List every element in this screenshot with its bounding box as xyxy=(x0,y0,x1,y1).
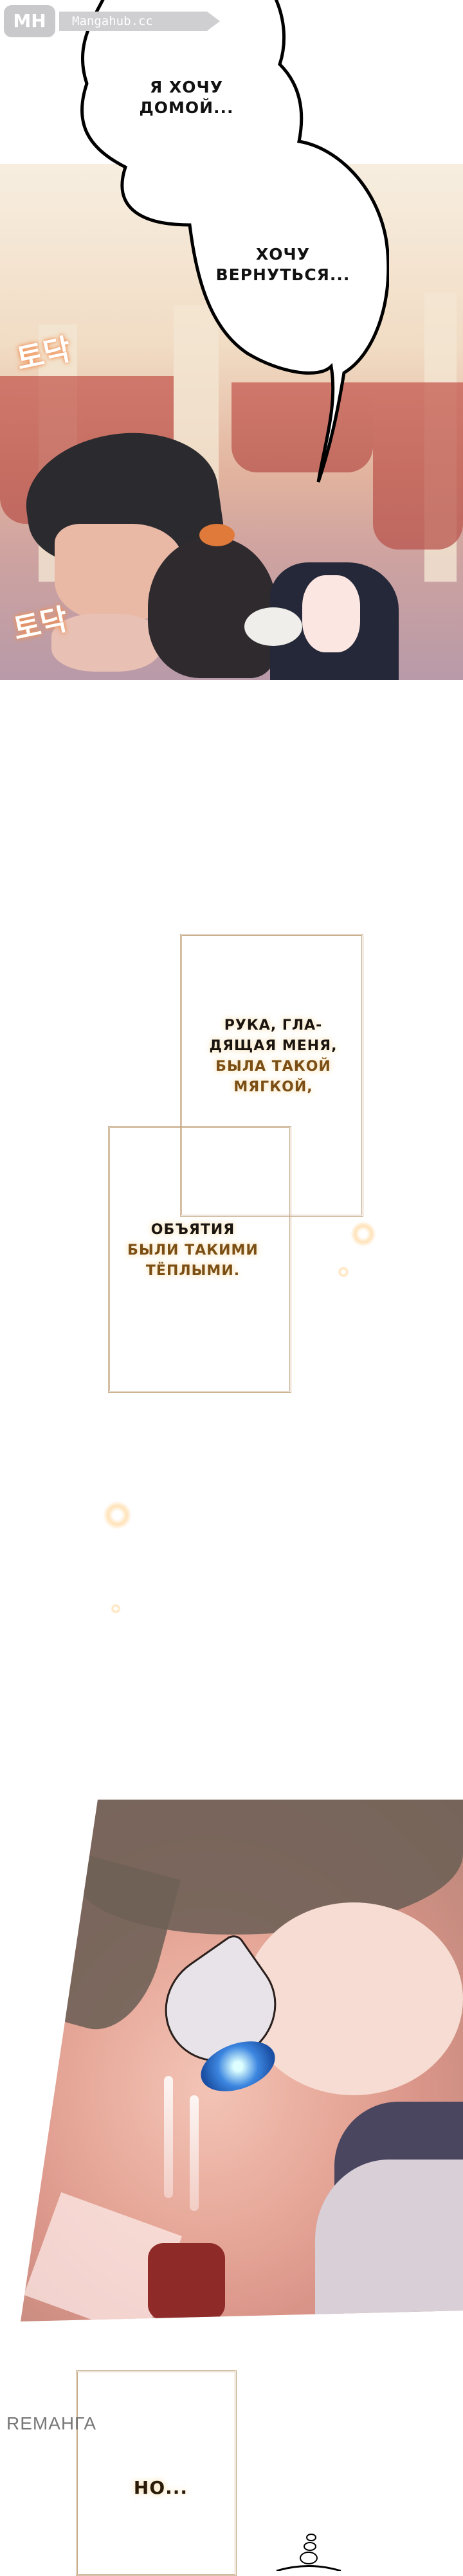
speech-bubble xyxy=(80,0,389,483)
narration-text-3: НО... xyxy=(133,2477,188,2498)
mangahub-site-label: Mangahub.cc xyxy=(59,12,220,31)
remanga-watermark: REМАНГА xyxy=(6,2413,97,2433)
sparkle xyxy=(111,1604,121,1614)
narration-line: РУКА, ГЛА- xyxy=(224,1017,323,1033)
narration-line: БЫЛИ ТАКИМИ xyxy=(127,1242,259,1258)
narration-line: ТЁПЛЫМИ. xyxy=(145,1263,241,1279)
mangahub-logo: MH xyxy=(4,5,55,37)
tear xyxy=(190,2095,199,2211)
narration-text-1: РУКА, ГЛА- ДЯЩАЯ МЕНЯ, БЫЛА ТАКОЙ МЯГКОЙ… xyxy=(203,1015,344,1098)
bubble-line: ДОМОЙ... xyxy=(139,98,234,117)
narration-line: МЯГКОЙ, xyxy=(233,1079,313,1095)
narration-frame-2 xyxy=(108,1126,291,1393)
hair-ornament xyxy=(199,524,235,546)
sparkle xyxy=(350,1221,376,1247)
mangahub-watermark: MH Mangahub.cc xyxy=(4,5,220,37)
bubble-text-2: ХОЧУ ВЕРНУТЬСЯ... xyxy=(196,244,370,285)
narration-text-2: ОБЪЯТИЯ БЫЛИ ТАКИМИ ТЁПЛЫМИ. xyxy=(122,1220,264,1282)
narration-line: ДЯЩАЯ МЕНЯ, xyxy=(209,1038,338,1054)
narration-frame-3 xyxy=(76,2370,237,2576)
man-hand xyxy=(51,614,161,672)
narration-frame-1 xyxy=(180,934,363,1217)
girl-hair xyxy=(148,537,277,678)
thought-bubble xyxy=(276,2534,341,2571)
panel-crying-closeup xyxy=(21,1800,463,2321)
narration-line: ОБЪЯТИЯ xyxy=(150,1222,235,1238)
girl-arm xyxy=(302,575,360,652)
bubble-text-1: Я ХОЧУ ДОМОЙ... xyxy=(125,77,248,118)
sparkle xyxy=(338,1266,349,1278)
sparkle xyxy=(103,1501,132,1530)
plush-toy xyxy=(244,607,302,646)
bubble-line: Я ХОЧУ xyxy=(150,78,223,96)
tear xyxy=(164,2076,173,2198)
narration-line: БЫЛА ТАКОЙ xyxy=(215,1059,331,1075)
bubble-line: ВЕРНУТЬСЯ... xyxy=(215,265,350,284)
bubble-line: ХОЧУ xyxy=(255,245,310,264)
